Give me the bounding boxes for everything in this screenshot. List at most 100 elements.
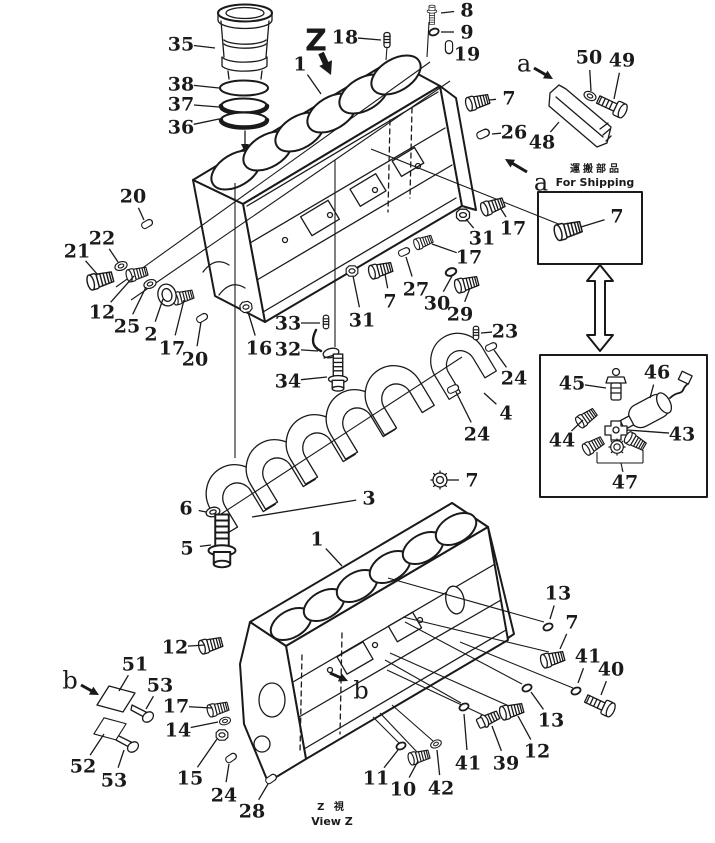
pin-24c bbox=[224, 751, 239, 765]
stud-23 bbox=[472, 325, 480, 341]
callout-5-41: 5 bbox=[180, 538, 193, 560]
cross-fitting-43 bbox=[604, 420, 628, 441]
callout-2-28: 2 bbox=[144, 324, 157, 346]
marker-b: b bbox=[353, 676, 368, 704]
pin-20b bbox=[195, 311, 210, 325]
callout-10-53: 10 bbox=[390, 779, 416, 801]
leader-line-44 bbox=[570, 419, 584, 432]
connector bbox=[677, 370, 693, 385]
leader-line-31 bbox=[352, 275, 361, 308]
view-note-jp: Z 視 bbox=[317, 800, 347, 813]
plate-51 bbox=[96, 685, 136, 713]
callout-32-32: 32 bbox=[275, 339, 301, 361]
leader-line-12 bbox=[110, 275, 135, 303]
leader-line-41 bbox=[577, 667, 585, 684]
leader-line-24 bbox=[225, 763, 230, 783]
callout-25-27: 25 bbox=[114, 316, 140, 338]
plug-7-caps bbox=[430, 470, 450, 490]
pin-20a bbox=[140, 217, 155, 231]
bolt-8 bbox=[426, 4, 438, 25]
ring-13a bbox=[541, 621, 555, 633]
callout-3-38: 3 bbox=[362, 488, 375, 510]
pin-24a bbox=[484, 341, 499, 353]
leader-line-11 bbox=[383, 749, 399, 769]
plug-17-r2 bbox=[411, 233, 435, 252]
construction-line bbox=[426, 21, 430, 58]
cylinder-bore bbox=[434, 511, 478, 547]
callout-8-6: 8 bbox=[460, 0, 473, 22]
leader-line-3 bbox=[251, 499, 357, 518]
callout-24-35: 24 bbox=[501, 368, 527, 390]
callout-14-58: 14 bbox=[165, 720, 191, 742]
marker-b: b bbox=[62, 666, 77, 694]
construction-line bbox=[389, 652, 510, 707]
callout-34-33: 34 bbox=[275, 371, 301, 393]
marker-arrow-head bbox=[542, 70, 553, 79]
callout-31-21: 31 bbox=[349, 310, 375, 332]
callout-28-55: 28 bbox=[239, 801, 265, 823]
leader-line-32 bbox=[300, 349, 319, 352]
callout-45-64: 45 bbox=[559, 373, 585, 395]
leader-line-53 bbox=[145, 695, 155, 710]
callout-44-66: 44 bbox=[549, 430, 575, 452]
plug-17-b bbox=[205, 699, 231, 719]
leader-line-22 bbox=[108, 248, 119, 263]
marker-arrow-head bbox=[337, 673, 348, 682]
plug-10 bbox=[406, 747, 432, 767]
callout-38-1: 38 bbox=[168, 74, 194, 96]
callout-43-67: 43 bbox=[669, 424, 695, 446]
plug-12-ul bbox=[124, 264, 150, 284]
callout-26-10: 26 bbox=[501, 122, 527, 144]
construction-line bbox=[385, 46, 388, 61]
plug-12-br bbox=[497, 700, 526, 722]
callout-35-0: 35 bbox=[168, 34, 194, 56]
shipping-note-jp: 運搬部品 bbox=[570, 162, 622, 175]
nut-16 bbox=[238, 300, 254, 314]
plug-7-top bbox=[463, 91, 492, 113]
leader-line-1 bbox=[306, 74, 322, 95]
leader-line-10 bbox=[408, 760, 419, 778]
leader-line-1 bbox=[325, 548, 343, 567]
bolt-40 bbox=[582, 691, 618, 719]
callout-15-57: 15 bbox=[177, 768, 203, 790]
callout-39-50: 39 bbox=[493, 753, 519, 775]
upper-left-face bbox=[192, 179, 266, 323]
side-opening bbox=[336, 641, 374, 675]
callout-7-20: 7 bbox=[383, 291, 396, 313]
marker-arrow-head bbox=[88, 686, 99, 695]
callout-50-11: 50 bbox=[576, 47, 602, 69]
callout-22-24: 22 bbox=[89, 228, 115, 250]
callout-7-39: 7 bbox=[465, 470, 478, 492]
callout-51-60: 51 bbox=[122, 654, 148, 676]
leader-line-25 bbox=[132, 286, 147, 315]
leader-line-6 bbox=[198, 509, 207, 513]
callout-20-30: 20 bbox=[182, 349, 208, 371]
leader-line-20 bbox=[137, 207, 145, 221]
callout-16-22: 16 bbox=[246, 338, 272, 360]
callout-11-54: 11 bbox=[363, 768, 389, 790]
callout-17-59: 17 bbox=[163, 696, 189, 718]
callout-42-52: 42 bbox=[428, 778, 454, 800]
leader-line-4 bbox=[483, 392, 497, 405]
callout-12-43: 12 bbox=[162, 637, 188, 659]
callout-21-25: 21 bbox=[64, 241, 90, 263]
pin-27 bbox=[397, 246, 412, 258]
leader-line-17 bbox=[431, 243, 457, 254]
leader-line-8 bbox=[440, 10, 455, 14]
sensor-45 bbox=[605, 367, 627, 401]
callout-36-3: 36 bbox=[168, 117, 194, 139]
callout-4-36: 4 bbox=[499, 403, 512, 425]
leader-line-41 bbox=[463, 713, 468, 751]
callout-12-49: 12 bbox=[524, 741, 550, 763]
construction-line bbox=[370, 148, 567, 228]
callout-30-18: 30 bbox=[424, 293, 450, 315]
cylinder-liner-group bbox=[217, 3, 273, 152]
plug-47c bbox=[608, 438, 626, 456]
callout-13-44: 13 bbox=[545, 583, 571, 605]
shipping-detail-box bbox=[539, 354, 708, 498]
leader-line-50 bbox=[589, 69, 592, 92]
callout-20-23: 20 bbox=[120, 186, 146, 208]
side-opening bbox=[445, 585, 465, 615]
callout-17-14: 17 bbox=[500, 218, 526, 240]
